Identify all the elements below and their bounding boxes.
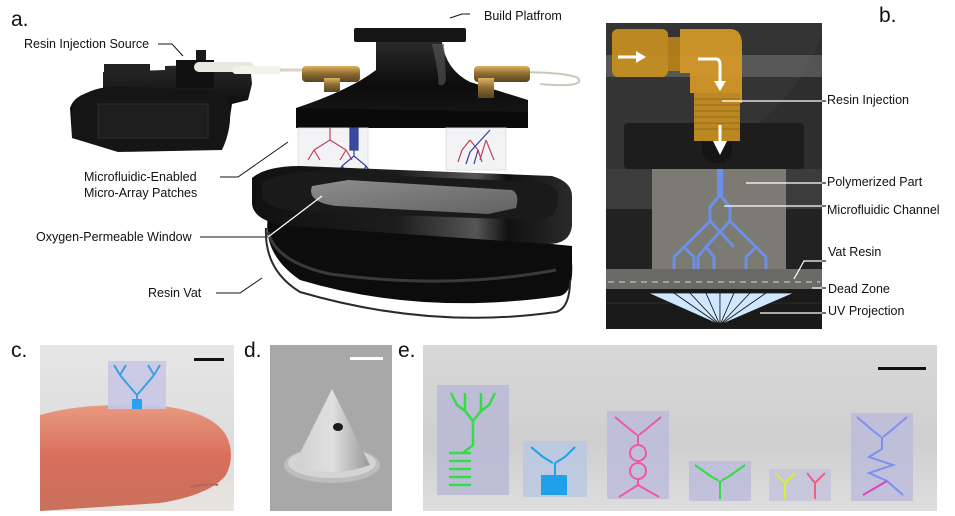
uv-projection-fan bbox=[647, 292, 795, 326]
label-vat-resin: Vat Resin bbox=[828, 245, 882, 259]
label-patches-line1: Microfluidic-Enabled bbox=[84, 170, 197, 184]
microfluidic-channel-tree bbox=[672, 169, 768, 269]
device-reservoir bbox=[523, 441, 587, 497]
device-zigzag-mixer bbox=[851, 413, 913, 501]
label-microfluidic-channel: Microfluidic Channel bbox=[827, 203, 940, 217]
panel-e-letter: e. bbox=[398, 339, 416, 362]
label-patches-line2: Micro-Array Patches bbox=[84, 186, 198, 200]
panel-b-diagram bbox=[606, 23, 822, 329]
panel-a-leader-lines bbox=[158, 13, 470, 294]
build-platform bbox=[296, 28, 530, 128]
device-single-outlet bbox=[689, 461, 751, 501]
panel-d-letter: d. bbox=[244, 339, 262, 362]
panel-c-letter: c. bbox=[11, 339, 28, 362]
brass-fitting bbox=[612, 29, 742, 163]
panel-d-sem-image bbox=[270, 345, 392, 511]
panel-b-external-leaders bbox=[822, 100, 826, 314]
panel-c-scale-bar bbox=[194, 358, 224, 361]
panel-b-leader-lines bbox=[722, 100, 822, 314]
finger-with-patch bbox=[40, 361, 231, 511]
device-ring-chambers bbox=[607, 411, 669, 499]
resin-vat bbox=[252, 166, 573, 319]
label-resin-injection-source: Resin Injection Source bbox=[24, 37, 150, 51]
panel-b-letter: b. bbox=[879, 4, 897, 27]
label-resin-vat: Resin Vat bbox=[148, 286, 202, 300]
label-oxygen-window: Oxygen-Permeable Window bbox=[36, 230, 192, 244]
label-resin-injection: Resin Injection bbox=[827, 93, 909, 107]
label-dead-zone: Dead Zone bbox=[828, 282, 890, 296]
panel-e-photo bbox=[423, 345, 937, 511]
microfluidic-devices bbox=[437, 385, 913, 501]
device-spiral-mixer bbox=[437, 385, 509, 495]
device-dual-tree bbox=[769, 469, 831, 501]
label-uv-projection: UV Projection bbox=[828, 304, 905, 318]
label-polymerized-part: Polymerized Part bbox=[827, 175, 923, 189]
label-build-platform: Build Platfrom bbox=[484, 9, 562, 23]
panel-c-photo bbox=[40, 345, 234, 511]
panel-a-letter: a. bbox=[11, 8, 29, 31]
panel-e-scale-bar bbox=[878, 367, 926, 370]
syringe-pump bbox=[70, 50, 330, 152]
microneedle-cone bbox=[284, 389, 380, 483]
flow-arrows bbox=[618, 51, 727, 155]
panel-d-scale-bar bbox=[350, 357, 383, 360]
